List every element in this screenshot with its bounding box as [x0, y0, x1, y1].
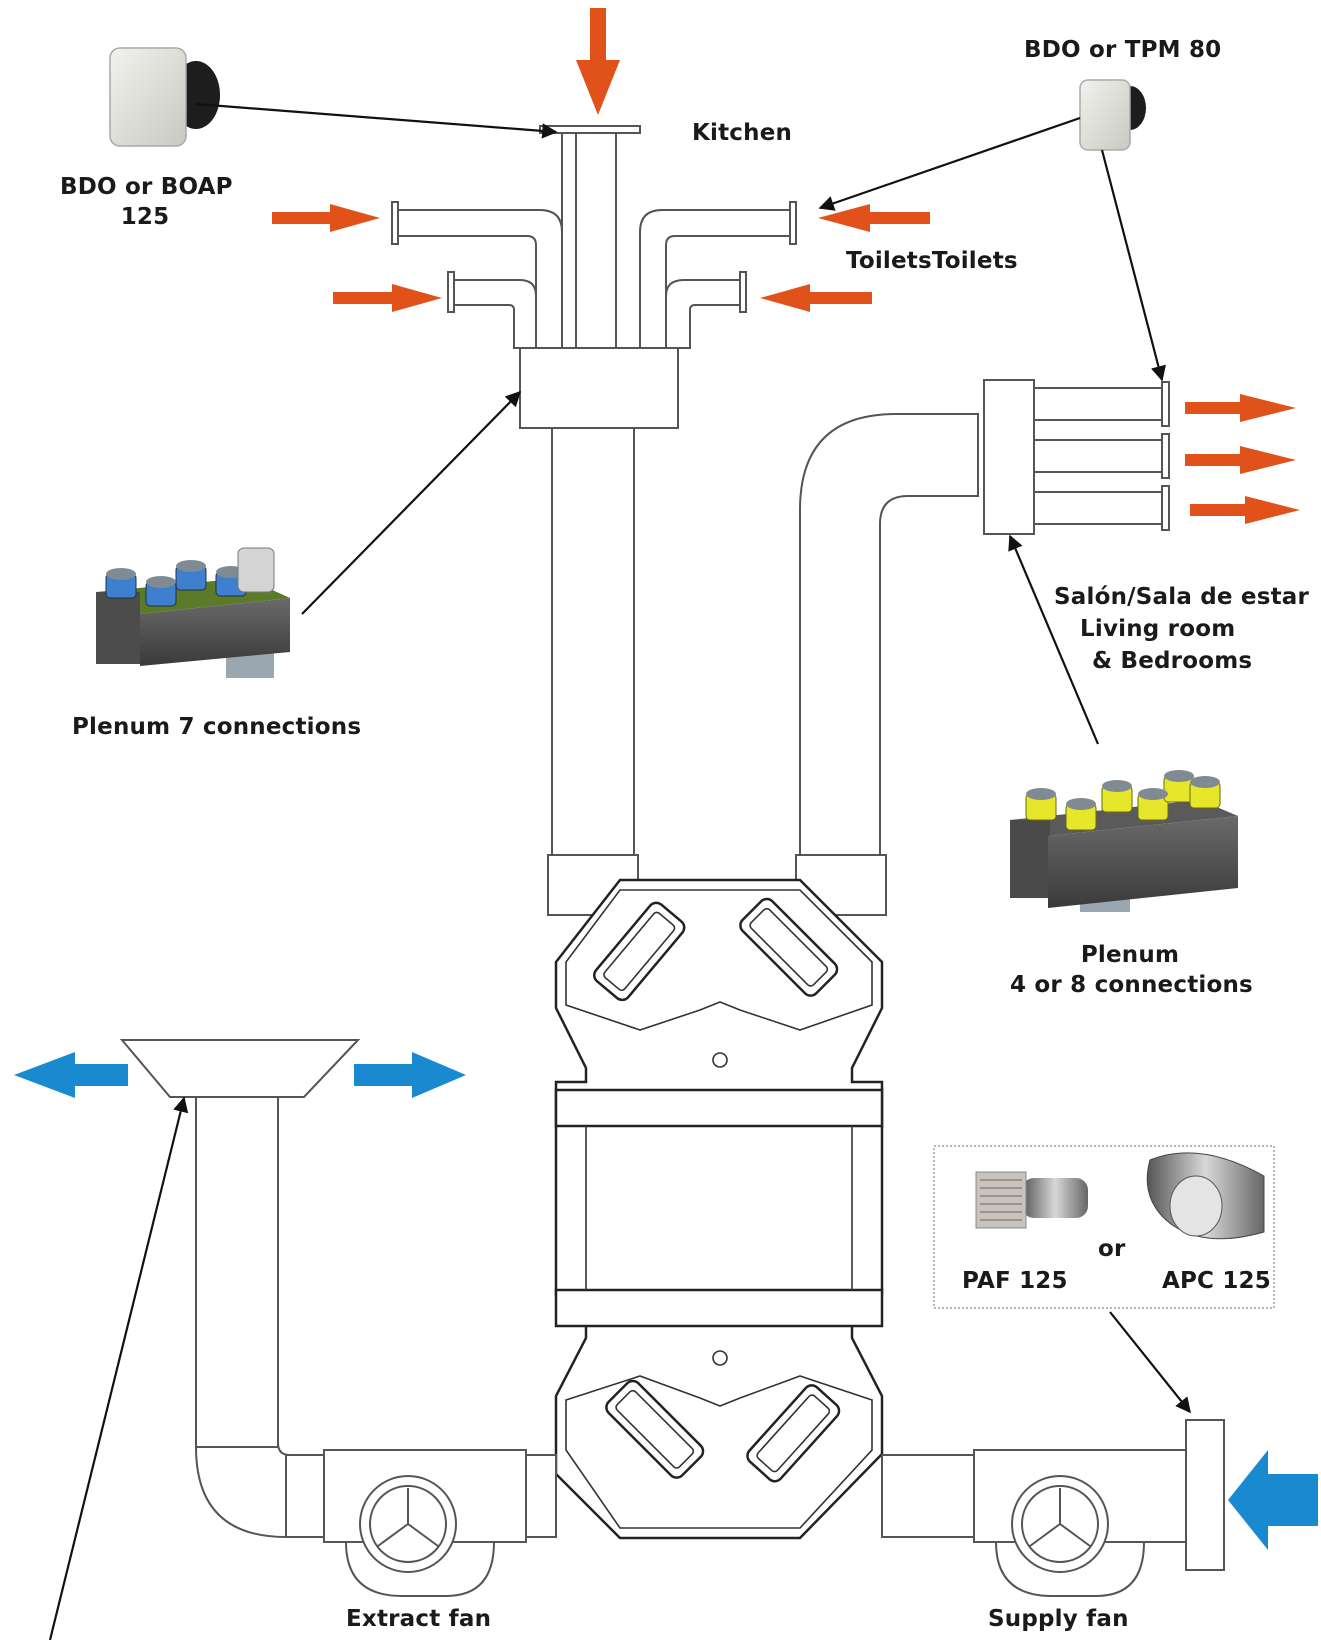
label-apc: APC 125 [1162, 1268, 1271, 1294]
kitchen-extract-arrow [576, 8, 620, 115]
label-toilets: ToiletsToilets [846, 248, 1018, 274]
label-extract-fan: Extract fan [346, 1606, 492, 1632]
supply-plenum [983, 379, 1170, 535]
label-plenum-line2: 4 or 8 connections [1010, 972, 1253, 998]
label-bedrooms: & Bedrooms [1092, 648, 1253, 674]
label-living-room: Living room [1080, 616, 1236, 642]
inlet-options-box [933, 1145, 1275, 1309]
label-paf: PAF 125 [962, 1268, 1068, 1294]
label-kitchen: Kitchen [692, 120, 793, 146]
label-salon: Salón/Sala de estar [1054, 584, 1310, 610]
fresh-air-inlet-arrow [1228, 1450, 1318, 1550]
leader-lines [48, 102, 1191, 1640]
kitchen-duct [539, 125, 641, 349]
extract-fan-icon [323, 1449, 527, 1597]
label-bdo-boap: BDO or BOAP 125 [60, 172, 233, 232]
supply-fan-icon [881, 1419, 1225, 1597]
paf-grille-icon [975, 1171, 1088, 1229]
label-or: or [1098, 1236, 1126, 1262]
label-plenum-4-8: Plenum 4 or 8 connections [1010, 940, 1253, 1000]
plenum-box-icon [96, 547, 290, 678]
label-plenum-line1: Plenum [1080, 942, 1180, 968]
label-plenum-7: Plenum 7 connections [72, 714, 362, 740]
toilet-duct-left-lower [447, 271, 537, 349]
label-bdo-tpm: BDO or TPM 80 [1024, 37, 1222, 63]
roof-terminal-icon [119, 1039, 361, 1098]
plenum-box-yellow-icon [1010, 770, 1238, 912]
toilet-extract-arrows [272, 204, 930, 312]
label-bdo-boap-line2: 125 [120, 204, 170, 230]
supply-arrows [1185, 394, 1300, 524]
exhaust-arrows [14, 1052, 466, 1098]
toilet-duct-right-lower [665, 271, 747, 349]
extract-main-duct [547, 427, 639, 916]
apc-hood-icon [1146, 1152, 1265, 1240]
toilet-duct-right-upper [639, 201, 797, 349]
exhaust-duct [194, 1096, 557, 1538]
label-bdo-boap-line1: BDO or BOAP [60, 174, 233, 200]
supply-main-duct [795, 413, 979, 916]
wall-vent-icon [109, 47, 220, 147]
heat-recovery-unit [554, 878, 884, 1540]
label-supply-fan: Supply fan [988, 1606, 1129, 1632]
wall-vent-small-icon [1079, 79, 1146, 151]
collector-box [519, 347, 679, 429]
